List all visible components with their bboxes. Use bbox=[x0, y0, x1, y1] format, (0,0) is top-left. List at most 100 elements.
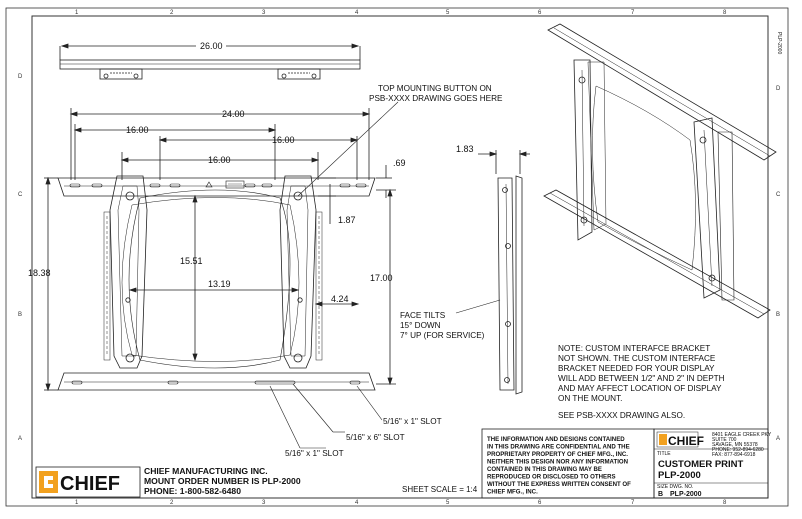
dim-16-b: 16.00 bbox=[272, 135, 295, 145]
zone-columns-top: 1 2 3 4 5 6 7 8 bbox=[75, 10, 727, 16]
top-view-rail bbox=[59, 59, 361, 70]
chief-logo-text: CHIEF bbox=[60, 473, 120, 495]
zone-col-6-bottom: 6 bbox=[538, 500, 542, 506]
slot-callout-b: 5/16" x 6" SLOT bbox=[346, 433, 405, 442]
zone-col-4: 4 bbox=[355, 10, 359, 16]
company-phone: PHONE: 1-800-582-6480 bbox=[144, 486, 241, 496]
dim-16-c: 16.00 bbox=[208, 155, 231, 165]
zone-col-6: 6 bbox=[538, 10, 542, 16]
zone-row-a: A bbox=[18, 436, 22, 442]
zone-col-1: 1 bbox=[75, 10, 79, 16]
zone-col-7-bottom: 7 bbox=[631, 500, 635, 506]
dim-26: 26.00 bbox=[200, 41, 223, 51]
address-line-5: FAX: 877-894-6918 bbox=[712, 452, 756, 458]
drawing-number: PLP-2000 bbox=[670, 491, 702, 498]
slot-callout-c: 5/16" x 1" SLOT bbox=[285, 449, 344, 458]
zone-col-5-bottom: 5 bbox=[446, 500, 450, 506]
tilt-callout-line3: 7° UP (FOR SERVICE) bbox=[400, 331, 485, 340]
top-button-leader bbox=[297, 101, 399, 197]
zone-col-8-bottom: 8 bbox=[723, 500, 727, 506]
side-arm bbox=[497, 177, 515, 391]
left-arm bbox=[109, 175, 148, 369]
tilt-callout-line1: FACE TILTS bbox=[400, 311, 446, 320]
iso-bottom-rail bbox=[543, 189, 771, 319]
title-line-1: CUSTOMER PRINT bbox=[658, 459, 744, 470]
zone-col-2-bottom: 2 bbox=[170, 500, 174, 506]
top-rail bbox=[57, 177, 376, 197]
title-block: CHIEF 8401 EAGLE CREEK PKY SUITE 700 SAV… bbox=[653, 428, 772, 499]
dim-26-bg bbox=[196, 40, 226, 51]
bottom-rail bbox=[57, 372, 376, 391]
right-arm bbox=[279, 175, 317, 369]
dim-16-a: 16.00 bbox=[126, 125, 149, 135]
note-line-4: WILL ADD BETWEEN 1/2" AND 2" IN DEPTH bbox=[558, 374, 725, 383]
front-view bbox=[44, 101, 399, 449]
zone-col-3-bottom: 3 bbox=[262, 500, 266, 506]
iso-left-arm bbox=[573, 59, 593, 241]
sheet-border bbox=[5, 7, 789, 507]
zone-col-5: 5 bbox=[446, 10, 450, 16]
title-logo-mark bbox=[659, 434, 667, 445]
zone-row-d: D bbox=[18, 74, 23, 80]
dim-15-51: 15.51 bbox=[180, 256, 203, 266]
dim-0-69: .69 bbox=[393, 158, 406, 168]
side-view bbox=[455, 150, 530, 395]
zone-col-7: 7 bbox=[631, 10, 635, 16]
dim-17-00: 17.00 bbox=[370, 273, 393, 283]
title-label: TITLE bbox=[657, 451, 671, 457]
side-wall-plate bbox=[515, 175, 523, 395]
zone-row-b: B bbox=[18, 312, 22, 318]
note-line-1: NOTE: CUSTOM INTERAFCE BRACKET bbox=[558, 344, 710, 353]
company-logo-box bbox=[35, 466, 141, 498]
confidential-line-3: PROPRIETARY PROPERTY OF CHIEF MFG., INC. bbox=[487, 451, 628, 458]
isometric-view bbox=[543, 23, 777, 319]
confidential-line-6: REPRODUCED OR DISCLOSED TO OTHERS bbox=[487, 474, 616, 481]
note-line-2: NOT SHOWN. THE CUSTOM INTERFACE bbox=[558, 354, 716, 363]
zone-row-a-right: A bbox=[776, 436, 780, 442]
zone-col-2: 2 bbox=[170, 10, 174, 16]
note-line-6: ON THE MOUNT. bbox=[558, 394, 622, 403]
custom-bracket-note: NOTE: CUSTOM INTERAFCE BRACKET NOT SHOWN… bbox=[558, 344, 725, 420]
zone-columns-bottom: 1 2 3 4 5 6 7 8 bbox=[75, 500, 727, 506]
zone-row-c-right: C bbox=[776, 192, 781, 198]
dim-18-38: 18.38 bbox=[28, 268, 51, 278]
address-line-1: 8401 EAGLE CREEK PKY bbox=[712, 432, 772, 438]
sheet-size: B bbox=[658, 491, 663, 498]
note-see-also: SEE PSB-XXXX DRAWING ALSO. bbox=[558, 411, 685, 420]
confidential-line-5: CONTAINED IN THIS DRAWING MAY BE bbox=[487, 466, 602, 473]
title-line-2: PLP-2000 bbox=[658, 470, 701, 481]
sheet-scale: SHEET SCALE = 1:4 bbox=[402, 485, 478, 494]
zone-col-1-bottom: 1 bbox=[75, 500, 79, 506]
note-line-3: BRACKET NEEDED FOR YOUR DISPLAY bbox=[558, 364, 715, 373]
zone-col-4-bottom: 4 bbox=[355, 500, 359, 506]
drawing-frame bbox=[31, 15, 769, 499]
top-button-callout-line2: PSB-XXXX DRAWING GOES HERE bbox=[369, 94, 503, 103]
company-block: CHIEF CHIEF MANUFACTURING INC. MOUNT ORD… bbox=[35, 466, 301, 498]
bottom-rail-slots bbox=[71, 380, 361, 385]
dim-13-19: 13.19 bbox=[208, 279, 231, 289]
note-line-5: AND MAY AFFECT LOCATION OF DISPLAY bbox=[558, 384, 722, 393]
confidential-block: THE INFORMATION AND DESIGNS CONTAINED IN… bbox=[481, 428, 655, 499]
address-line-4: PHONE: 952-894-6280 bbox=[712, 447, 764, 453]
mount-order-number: MOUNT ORDER NUMBER IS PLP-2000 bbox=[144, 476, 301, 486]
iso-top-rail bbox=[547, 23, 777, 161]
confidential-line-2: IN THIS DRAWING ARE CONFIDENTIAL AND THE bbox=[487, 444, 630, 451]
size-dwg-label: SIZE DWG. NO. bbox=[657, 484, 693, 490]
chief-logo-mark bbox=[39, 471, 58, 493]
zone-row-c: C bbox=[18, 192, 23, 198]
tilt-callout-line2: 15° DOWN bbox=[400, 321, 441, 330]
right-margin-code: PLP-2000 bbox=[776, 32, 782, 54]
zone-rows-right: D C B A bbox=[776, 86, 781, 442]
zone-row-b-right: B bbox=[776, 312, 780, 318]
dim-4-24: 4.24 bbox=[331, 294, 349, 304]
slot-callout-a: 5/16" x 1" SLOT bbox=[383, 417, 442, 426]
address-line-2: SUITE 700 bbox=[712, 437, 737, 443]
confidential-line-4: NEITHER THIS DESIGN NOR ANY INFORMATION bbox=[487, 459, 628, 466]
company-name: CHIEF MANUFACTURING INC. bbox=[144, 466, 268, 476]
dim-24: 24.00 bbox=[222, 109, 245, 119]
address-line-3: SAVAGE, MN 55378 bbox=[712, 442, 758, 448]
top-button-callout-line1: TOP MOUNTING BUTTON ON bbox=[378, 84, 492, 93]
zone-rows-left: D C B A bbox=[18, 74, 23, 442]
confidential-line-1: THE INFORMATION AND DESIGNS CONTAINED bbox=[487, 436, 625, 443]
